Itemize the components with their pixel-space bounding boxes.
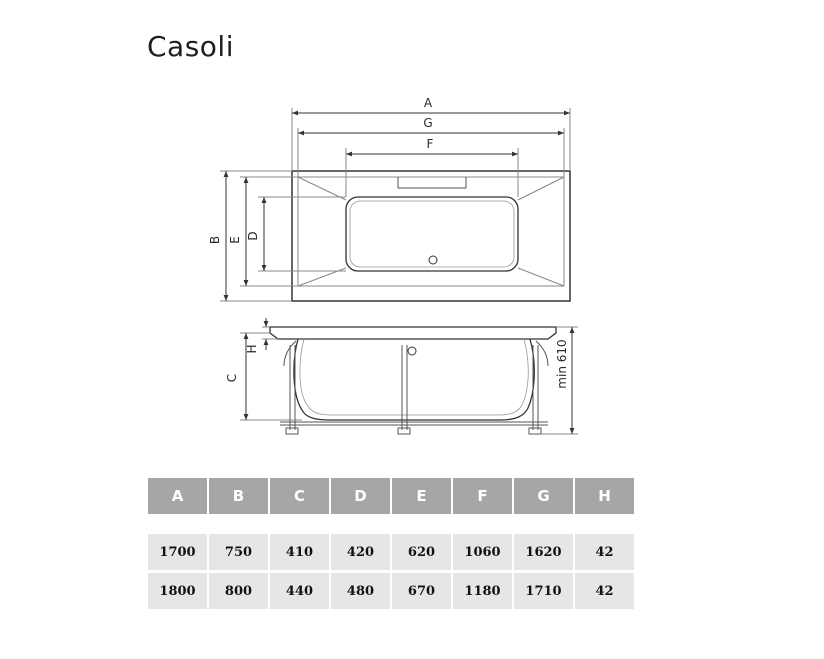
table-cell: 42 [575, 573, 634, 609]
tub-outer-rim [291, 170, 571, 302]
dimensions-table: A B C D E F G H 1700 750 410 420 620 106… [146, 478, 636, 609]
dim-label-d: D [246, 231, 260, 240]
table-header: B [209, 478, 268, 514]
table-cell: 480 [331, 573, 390, 609]
product-title: Casoli [147, 30, 234, 63]
tub-basin [345, 196, 519, 272]
table-header: D [331, 478, 390, 514]
table-header: G [514, 478, 573, 514]
table-cell: 800 [209, 573, 268, 609]
dim-label-b: B [208, 236, 222, 244]
dim-label-a: A [424, 96, 433, 110]
table-cell: 410 [270, 534, 329, 570]
dim-label-f: F [427, 137, 434, 151]
side-view [240, 318, 578, 435]
tub-inner-rim [297, 176, 565, 287]
table-cell: 1060 [453, 534, 512, 570]
table-header: C [270, 478, 329, 514]
top-view [220, 108, 571, 302]
table-header: A [148, 478, 207, 514]
table-cell: 670 [392, 573, 451, 609]
table-cell: 440 [270, 573, 329, 609]
table-header: E [392, 478, 451, 514]
table-cell: 1800 [148, 573, 207, 609]
dim-label-e: E [228, 236, 242, 244]
dim-label-min-height: min 610 [555, 339, 569, 388]
table-cell: 1710 [514, 573, 573, 609]
table-header: H [575, 478, 634, 514]
dim-label-h: H [245, 344, 259, 353]
side-basin [293, 338, 535, 421]
table-header: F [453, 478, 512, 514]
table-cell: 1180 [453, 573, 512, 609]
overflow-hole [407, 346, 417, 356]
dim-label-c: C [225, 374, 239, 382]
table-row: 1800 800 440 480 670 1180 1710 42 [148, 573, 634, 609]
table-cell: 750 [209, 534, 268, 570]
dim-label-g: G [423, 116, 432, 130]
bathtub-technical-drawing: A G F B E D [208, 96, 578, 435]
table-cell: 42 [575, 534, 634, 570]
table-cell: 420 [331, 534, 390, 570]
table-cell: 1700 [148, 534, 207, 570]
table-cell: 1620 [514, 534, 573, 570]
table-row: 1700 750 410 420 620 1060 1620 42 [148, 534, 634, 570]
table-header-row: A B C D E F G H [148, 478, 634, 514]
drain-hole [428, 255, 438, 265]
table-cell: 620 [392, 534, 451, 570]
side-rim [269, 326, 557, 340]
